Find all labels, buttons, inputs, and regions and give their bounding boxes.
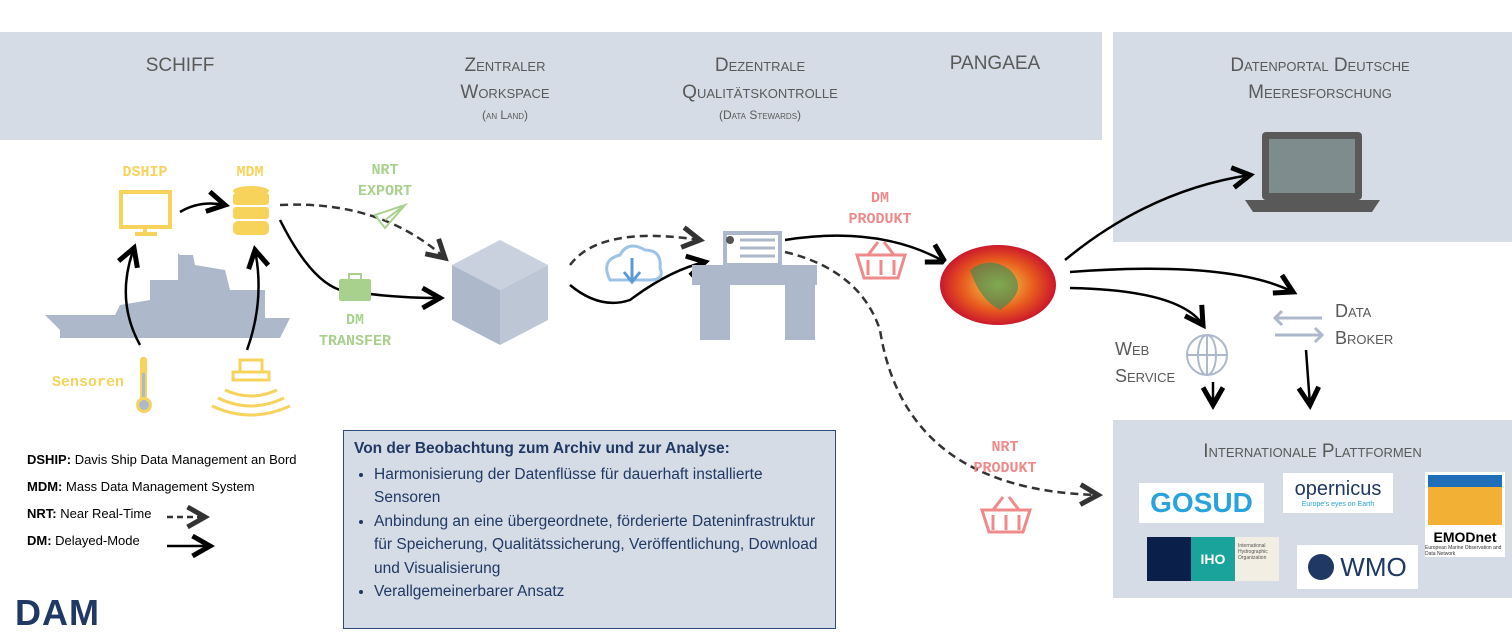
- wmo-logo: WMO: [1297, 545, 1418, 589]
- paper-plane-icon: [373, 202, 409, 230]
- monitor-icon: [119, 190, 172, 236]
- summary-bullet: Anbindung an eine übergeordnete, förderi…: [374, 510, 825, 581]
- summary-box: Von der Beobachtung zum Archiv und zur A…: [343, 430, 836, 629]
- summary-title: Von der Beobachtung zum Archiv und zur A…: [354, 440, 730, 457]
- broker-arrows-icon: [1272, 309, 1325, 344]
- header-pangaea: PANGAEA: [949, 53, 1041, 74]
- suitcase-icon: [339, 273, 371, 301]
- legend-item: DSHIP: Davis Ship Data Management an Bor…: [27, 452, 297, 467]
- dam-logo: DAM: [15, 592, 100, 633]
- legend-item: NRT: Near Real-Time: [27, 506, 152, 521]
- label-mdm: MDM: [236, 164, 264, 181]
- workstation-icon: [692, 231, 817, 340]
- header-band: [0, 32, 1102, 140]
- legend-item: MDM: Mass Data Management System: [27, 479, 255, 494]
- thermometer-icon: [136, 357, 152, 413]
- laptop-icon: [1245, 132, 1380, 212]
- basket-icon-dm: [854, 241, 908, 280]
- platforms-title: Internationale Plattformen: [1203, 441, 1422, 462]
- legend: DSHIP: Davis Ship Data Management an Bor…: [27, 446, 357, 554]
- legend-item: DM: Delayed-Mode: [27, 533, 140, 548]
- cloud-download-icon: [605, 244, 663, 285]
- summary-bullet: Verallgemeinerbarer Ansatz: [374, 580, 825, 604]
- label-dship: DSHIP: [122, 164, 168, 181]
- ship-silhouette: [45, 253, 290, 338]
- sonar-icon: [211, 358, 291, 417]
- header-schiff: SCHIFF: [145, 55, 215, 76]
- summary-bullet: Harmonisierung der Datenflüsse für dauer…: [374, 463, 825, 510]
- basket-icon-nrt: [979, 496, 1033, 534]
- gosud-logo: GOSUD: [1139, 483, 1264, 523]
- database-icon: [233, 186, 269, 235]
- web-globe-icon: [1186, 334, 1228, 376]
- label-sensoren: Sensoren: [51, 374, 124, 391]
- box-icon: [452, 240, 548, 345]
